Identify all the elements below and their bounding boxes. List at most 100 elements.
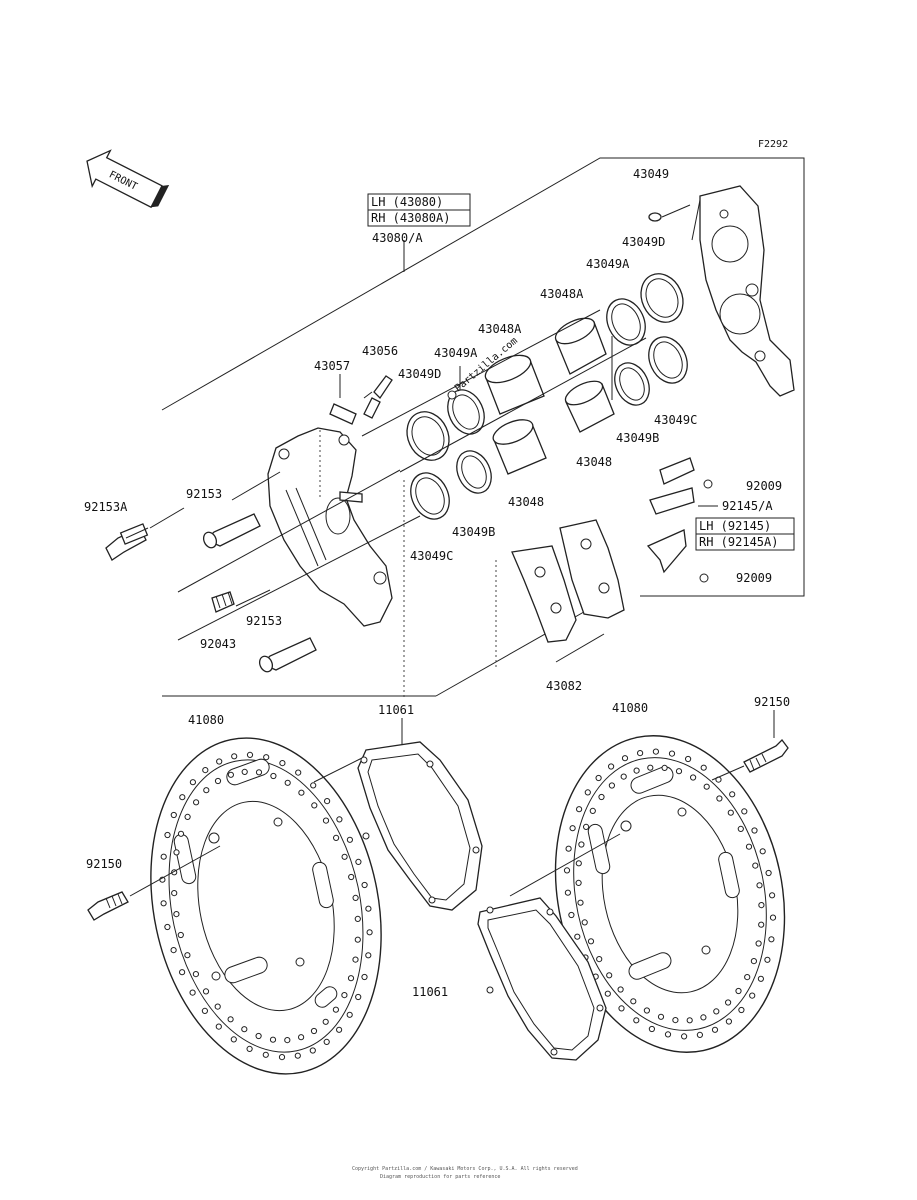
drill-hole <box>346 1011 353 1018</box>
drill-hole <box>630 998 637 1005</box>
piston-43048-right <box>564 380 615 433</box>
drill-hole <box>262 1051 269 1058</box>
bleeder-ball <box>447 390 457 400</box>
drill-hole <box>668 750 676 757</box>
drill-hole <box>311 802 318 809</box>
label-43049D-mid: 43049D <box>398 367 441 381</box>
drill-hole <box>664 1031 672 1038</box>
label-43049B-right: 43049B <box>616 431 659 445</box>
drill-hole <box>769 914 777 921</box>
drill-hole <box>365 952 372 959</box>
caliper-assembly-outline <box>161 157 805 697</box>
drill-hole <box>324 798 331 805</box>
drill-hole <box>564 889 572 896</box>
label-43049A-top: 43049A <box>586 257 630 271</box>
drill-hole <box>647 764 654 771</box>
drill-hole <box>587 938 595 945</box>
drill-hole <box>574 933 581 940</box>
label-43056: 43056 <box>362 344 398 358</box>
drill-hole <box>346 836 353 843</box>
drill-hole <box>336 1026 343 1033</box>
drill-hole <box>160 900 167 907</box>
pad-lh-label: LH (92145) <box>699 519 771 533</box>
drill-hole <box>215 1023 222 1030</box>
drill-hole <box>171 890 178 897</box>
drill-hole <box>361 881 368 889</box>
pad-spring-92145 <box>646 457 713 583</box>
drill-hole <box>713 1008 720 1015</box>
drill-hole <box>202 767 209 774</box>
drill-hole <box>618 1005 625 1012</box>
label-43048-mid: 43048 <box>508 495 544 509</box>
label-92145A: 92145/A <box>722 499 773 513</box>
drill-hole <box>173 849 180 856</box>
drill-hole <box>750 958 758 965</box>
seal-ring-43049C-right <box>648 336 688 384</box>
label-43082: 43082 <box>546 679 582 693</box>
drill-hole <box>675 768 683 775</box>
drill-hole <box>189 779 196 786</box>
drill-hole <box>716 795 723 802</box>
disc-left-drill-holes <box>159 751 373 1061</box>
drill-hole <box>735 987 742 995</box>
drill-hole <box>568 911 575 919</box>
drill-hole <box>758 921 765 928</box>
pad-leader <box>555 633 605 663</box>
label-43048-right: 43048 <box>576 455 612 469</box>
drill-hole <box>727 809 734 816</box>
label-11061-top: 11061 <box>378 703 414 717</box>
footer-line-1: Copyright Partzilla.com / Kawasaki Motor… <box>352 1166 578 1172</box>
drill-hole <box>661 764 668 772</box>
drill-hole <box>189 989 196 996</box>
drill-hole <box>246 1045 253 1053</box>
drill-hole <box>322 817 330 824</box>
drill-hole <box>751 827 758 834</box>
drill-hole <box>201 1007 208 1015</box>
drill-hole <box>596 956 603 963</box>
label-43049C-mid: 43049C <box>410 549 453 563</box>
drill-hole <box>310 782 317 789</box>
drill-hole <box>184 813 191 821</box>
pad-lh-rh-box: LH (92145) RH (92145A) <box>695 517 795 551</box>
drill-hole <box>563 867 571 874</box>
label-43049C-right: 43049C <box>654 413 697 427</box>
drill-hole <box>323 1038 330 1046</box>
front-arrow-icon: FRONT <box>86 149 170 209</box>
drill-hole <box>160 853 167 860</box>
drill-hole <box>246 751 254 759</box>
drill-hole <box>608 782 616 789</box>
drill-hole <box>685 755 692 763</box>
piston-43048A-mid <box>484 354 545 415</box>
drill-hole <box>575 860 582 867</box>
disc-gasket-top <box>357 741 483 911</box>
drill-hole <box>366 929 373 936</box>
label-43049B-mid: 43049B <box>452 525 495 539</box>
drill-hole <box>255 769 263 776</box>
label-43057: 43057 <box>314 359 350 373</box>
drill-hole <box>278 1054 286 1061</box>
drill-hole <box>584 789 591 796</box>
drill-hole <box>352 956 359 963</box>
drill-hole <box>332 1006 339 1013</box>
disc-leader-lines <box>129 710 775 897</box>
drill-hole <box>310 1027 318 1035</box>
drill-hole <box>279 760 286 767</box>
seal-ring-43049A-mid <box>447 389 485 435</box>
drill-hole <box>620 773 627 780</box>
drill-hole <box>214 777 222 785</box>
pad-rh-label: RH (92145A) <box>699 535 778 549</box>
label-11061-bottom: 11061 <box>412 985 448 999</box>
drill-hole <box>202 988 210 995</box>
drill-hole <box>298 1034 305 1041</box>
label-92009-top: 92009 <box>746 479 782 493</box>
drill-hole <box>569 825 576 832</box>
seal-ring-43049D-mid <box>406 411 450 461</box>
drill-hole <box>309 1047 316 1054</box>
seal-ring-43049B-right <box>614 362 650 406</box>
label-43048A-top: 43048A <box>540 287 584 301</box>
drill-hole <box>227 1016 234 1023</box>
bolt-92153A <box>105 523 149 561</box>
drill-hole <box>192 971 199 978</box>
drill-hole <box>269 1036 277 1043</box>
